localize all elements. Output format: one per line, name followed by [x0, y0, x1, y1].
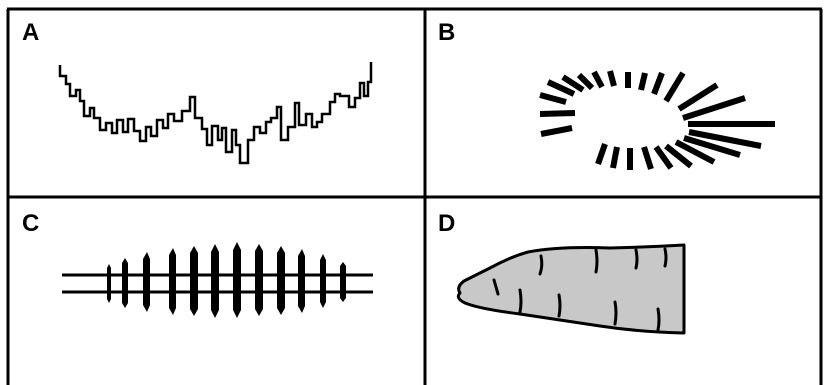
radial-stroke: [539, 110, 576, 117]
tick: [143, 252, 150, 312]
interior-ticks: [492, 247, 668, 332]
panel-c-drawing: [62, 242, 373, 318]
radial-stroke: [683, 135, 741, 158]
radial-stroke: [591, 70, 605, 89]
tick: [594, 248, 599, 274]
tick: [663, 247, 668, 268]
radial-stroke: [546, 79, 576, 97]
tick-marks: [107, 242, 346, 318]
radial-stroke: [653, 145, 674, 170]
radial-stroke: [663, 71, 686, 103]
panel-b-label: B: [438, 19, 455, 46]
panel-b-drawing: [539, 70, 775, 170]
tick: [107, 264, 111, 303]
radial-stroke: [540, 125, 573, 137]
panel-d-label: D: [438, 210, 455, 237]
tick: [656, 307, 661, 332]
stepped-curve: [58, 62, 373, 165]
radial-stroke: [539, 92, 567, 105]
panel-d-drawing: [456, 243, 686, 335]
radial-stroke: [682, 95, 746, 121]
tick: [190, 246, 198, 316]
panel-a-drawing: [58, 62, 373, 165]
panel-a-label: A: [22, 19, 39, 46]
radial-stroke: [607, 70, 617, 87]
radial-stroke: [651, 71, 665, 96]
radial-stroke: [561, 74, 585, 93]
tick: [255, 244, 263, 316]
radial-stroke: [610, 146, 620, 169]
tick: [340, 262, 346, 302]
radial-stroke: [677, 82, 719, 112]
tick: [122, 258, 128, 308]
radial-stroke: [688, 129, 762, 149]
tick: [320, 254, 326, 308]
tick: [233, 242, 241, 318]
radial-stroke: [664, 143, 693, 169]
radial-stroke: [576, 72, 595, 91]
tick: [634, 248, 639, 270]
tick: [298, 249, 305, 313]
radial-stroke: [641, 146, 654, 170]
tick: [518, 288, 523, 314]
radial-stroke: [674, 139, 716, 165]
radial-stroke: [638, 72, 648, 91]
tick: [557, 293, 562, 318]
tick: [211, 244, 219, 318]
tick: [169, 248, 176, 315]
tapered-shape: [456, 243, 686, 335]
grid-lines: [6, 7, 823, 385]
tick: [538, 254, 544, 276]
tick: [492, 278, 500, 296]
tick: [277, 246, 285, 315]
radial-stroke: [595, 143, 608, 165]
tick: [613, 300, 618, 326]
panel-c-label: C: [22, 210, 39, 237]
